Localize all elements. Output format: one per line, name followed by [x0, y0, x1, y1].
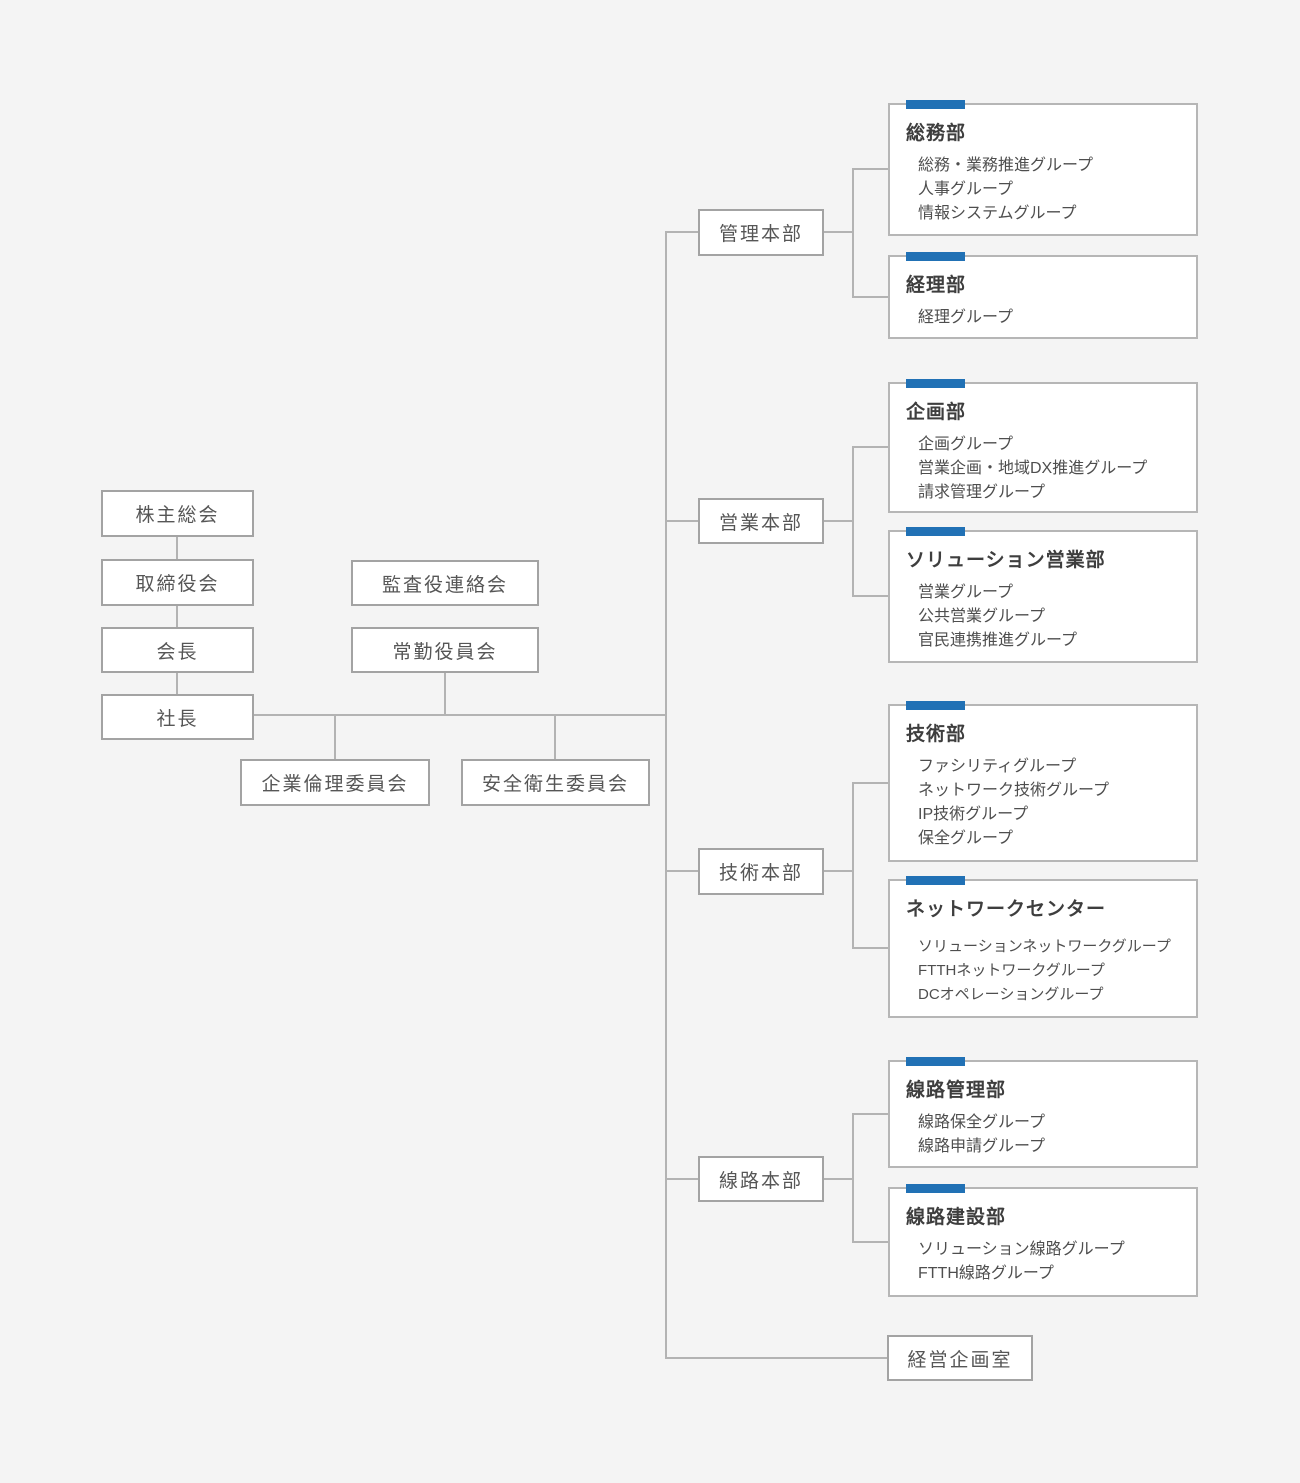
department-title: 総務部: [906, 123, 967, 144]
group-item: 線路保全グループ: [918, 1114, 1046, 1131]
group-item: FTTH線路グループ: [918, 1265, 1054, 1282]
connector-chain-3: [176, 673, 178, 694]
department-title: ネットワークセンター: [906, 899, 1107, 920]
group-item: 保全グループ: [918, 830, 1014, 847]
org-box-standing-officers: 常勤役員会: [351, 627, 539, 673]
connector-safety-drop: [554, 714, 556, 759]
org-box-chairman: 会長: [101, 627, 254, 673]
connector-dept-network-center: [852, 947, 888, 949]
org-box-shareholders-meeting: 株主総会: [101, 490, 254, 537]
connector-dept-general-affairs: [852, 168, 888, 170]
group-item: 情報システムグループ: [918, 205, 1077, 222]
connector-trunk-sales: [665, 520, 698, 522]
accent-bar: [906, 1057, 965, 1066]
accent-bar: [906, 527, 965, 536]
connector-standing-officers-drop: [444, 673, 446, 716]
connector-trunk-admin: [665, 231, 698, 233]
org-box-safety-committee: 安全衛生委員会: [461, 759, 650, 806]
department-card-accounting: 経理部 経理グループ: [888, 252, 1198, 339]
accent-bar: [906, 876, 965, 885]
connector-dept-planning: [852, 446, 888, 448]
connector-sales-rail: [824, 520, 854, 522]
department-title: 企画部: [906, 402, 967, 423]
connector-president-trunk: [254, 714, 667, 716]
connector-dept-accounting: [852, 296, 888, 298]
department-card-general-affairs: 総務部 総務・業務推進グループ 人事グループ 情報システムグループ: [888, 100, 1198, 236]
connector-admin-rail: [824, 231, 854, 233]
connector-trunk-line: [665, 1178, 698, 1180]
connector-dept-solution-sales: [852, 595, 888, 597]
accent-bar: [906, 379, 965, 388]
department-title: ソリューション営業部: [906, 550, 1106, 571]
department-title: 線路管理部: [906, 1080, 1007, 1101]
division-box-technology: 技術本部: [698, 848, 824, 895]
department-card-planning: 企画部 企画グループ 営業企画・地域DX推進グループ 請求管理グループ: [888, 379, 1198, 513]
group-item: 経理グループ: [918, 309, 1014, 326]
rail-line: [852, 1113, 854, 1243]
group-item: 人事グループ: [918, 181, 1014, 198]
division-box-sales: 営業本部: [698, 498, 824, 544]
department-card-engineering: 技術部 ファシリティグループ ネットワーク技術グループ IP技術グループ 保全グ…: [888, 701, 1198, 862]
group-item: DCオペレーショングループ: [918, 986, 1104, 1003]
group-item: 官民連携推進グループ: [918, 632, 1078, 649]
department-card-solution-sales: ソリューション営業部 営業グループ 公共営業グループ 官民連携推進グループ: [888, 527, 1198, 663]
org-box-board-of-directors: 取締役会: [101, 559, 254, 606]
department-title: 線路建設部: [906, 1207, 1007, 1228]
group-item: FTTHネットワークグループ: [918, 962, 1105, 979]
department-card-network-center: ネットワークセンター ソリューションネットワークグループ FTTHネットワークグ…: [888, 876, 1198, 1018]
connector-chain-2: [176, 606, 178, 627]
group-item: 営業グループ: [918, 584, 1014, 601]
group-item: ネットワーク技術グループ: [918, 782, 1110, 799]
group-item: ソリューション線路グループ: [918, 1241, 1125, 1258]
department-title: 技術部: [906, 724, 967, 745]
org-box-ethics-committee: 企業倫理委員会: [240, 759, 430, 806]
org-box-president: 社長: [101, 694, 254, 740]
connector-trunk-planning-office: [665, 1357, 887, 1359]
group-item: 総務・業務推進グループ: [918, 157, 1094, 174]
group-item: 企画グループ: [918, 436, 1014, 453]
group-item: 請求管理グループ: [918, 484, 1046, 501]
division-box-administration: 管理本部: [698, 209, 824, 256]
connector-dept-engineering: [852, 782, 888, 784]
department-card-line-construction: 線路建設部 ソリューション線路グループ FTTH線路グループ: [888, 1184, 1198, 1297]
connector-chain-1: [176, 537, 178, 559]
connector-trunk-technology: [665, 870, 698, 872]
connector-technology-rail: [824, 870, 854, 872]
connector-ethics-drop: [334, 714, 336, 759]
group-item: 公共営業グループ: [918, 608, 1046, 625]
accent-bar: [906, 252, 965, 261]
department-card-line-management: 線路管理部 線路保全グループ 線路申請グループ: [888, 1057, 1198, 1168]
connector-dept-line-construction: [852, 1241, 888, 1243]
connector-dept-line-management: [852, 1113, 888, 1115]
accent-bar: [906, 701, 965, 710]
connector-main-trunk: [665, 231, 667, 1359]
group-item: 線路申請グループ: [918, 1138, 1046, 1155]
rail-technology: [852, 782, 854, 949]
department-title: 経理部: [906, 275, 967, 296]
org-box-audit-liaison: 監査役連絡会: [351, 560, 539, 606]
group-item: 営業企画・地域DX推進グループ: [918, 460, 1148, 477]
group-item: ファシリティグループ: [918, 758, 1077, 775]
division-box-line: 線路本部: [698, 1156, 824, 1202]
group-item: ソリューションネットワークグループ: [918, 938, 1171, 955]
org-box-corporate-planning-office: 経営企画室: [887, 1335, 1033, 1381]
accent-bar: [906, 100, 965, 109]
group-item: IP技術グループ: [918, 806, 1029, 823]
accent-bar: [906, 1184, 965, 1193]
rail-sales: [852, 446, 854, 597]
rail-admin: [852, 168, 854, 298]
connector-line-rail: [824, 1178, 854, 1180]
